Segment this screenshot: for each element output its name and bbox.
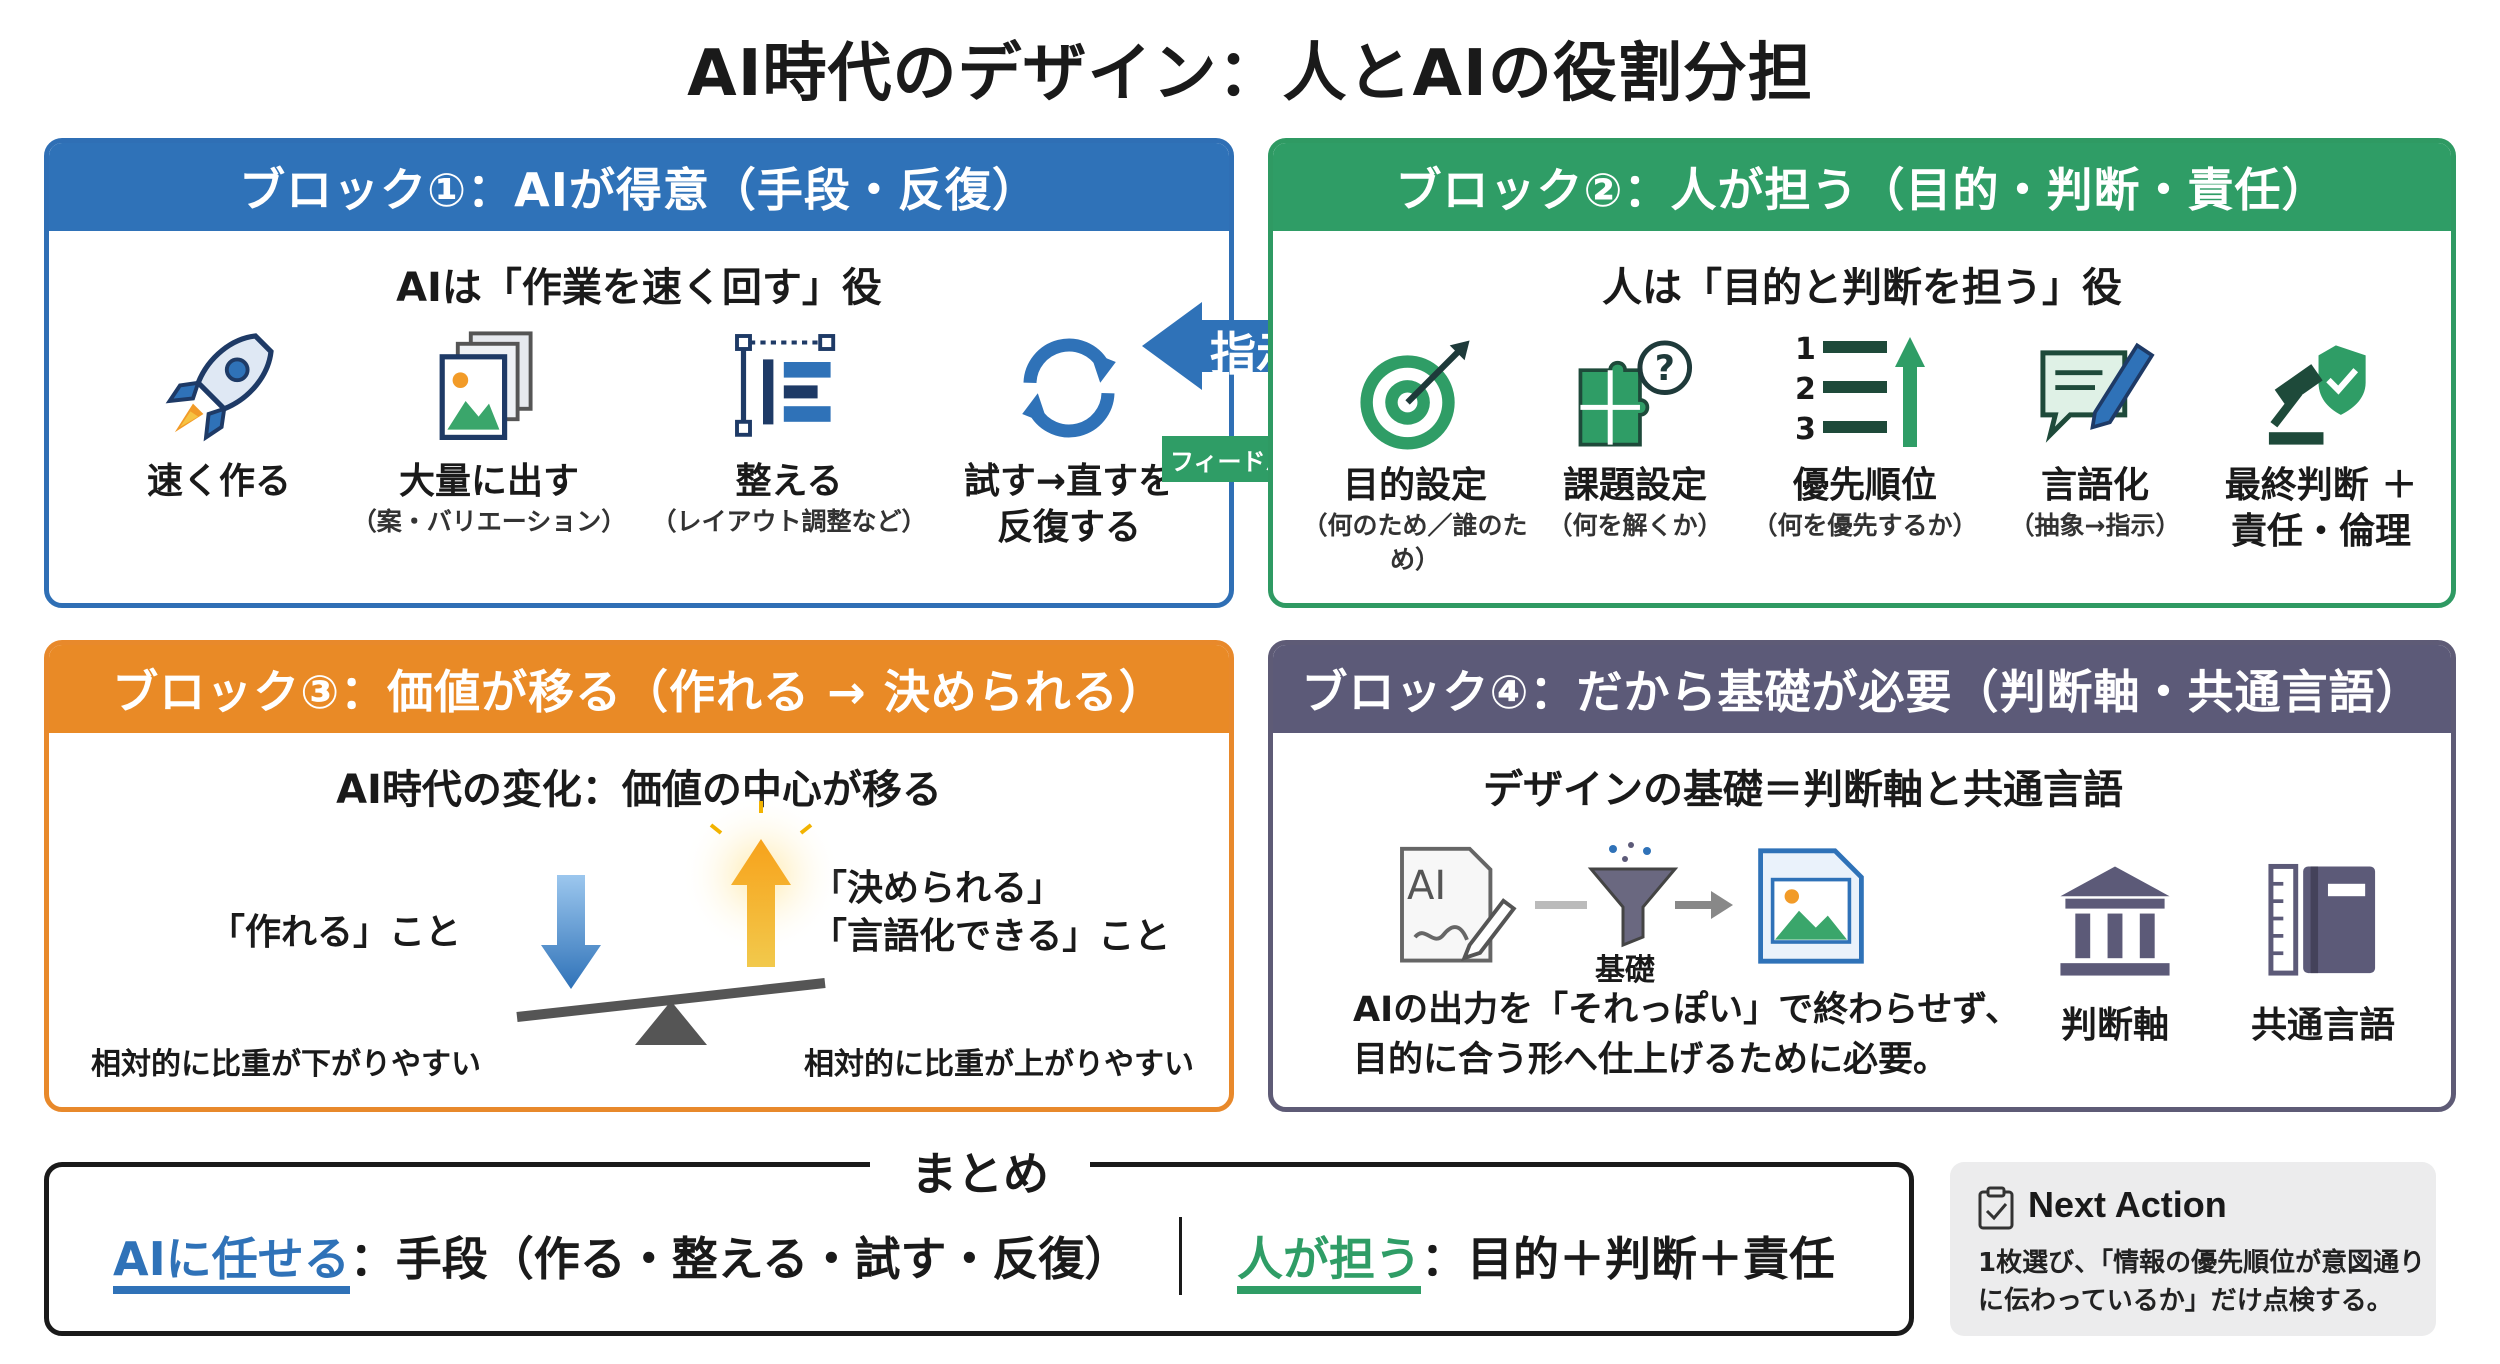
- institution-icon: [2060, 866, 2170, 976]
- block-human-roles: ブロック②：人が担う（目的・判断・責任） 人は「目的と判断を担う」役 目的設定 …: [1268, 138, 2456, 608]
- block-ai-strengths: ブロック①：AIが得意（手段・反復） AIは「作業を速く回す」役 速く作る 大量…: [44, 138, 1234, 608]
- ai-document-text: AI: [1407, 863, 1447, 909]
- next-action-text1: 1枚選び、「情報の優先順位が意図通り: [1978, 1248, 2426, 1278]
- block2-item-judgement: 最終判断 ＋ 責任・倫理: [2201, 333, 2441, 555]
- block2-item-verbalize-label: 言語化: [2040, 465, 2149, 506]
- block2-item-purpose-label: 目的設定: [1342, 465, 1487, 506]
- refresh-icon: [1022, 338, 1116, 438]
- block1-item-fast: 速く作る: [119, 323, 319, 505]
- block1-item-iterate: 試す→直すを 反復する: [929, 323, 1209, 551]
- priority-number-3: 3: [1795, 412, 1816, 447]
- block2-header: ブロック②：人が担う（目的・判断・責任）: [1273, 143, 2451, 231]
- ai-document-icon: AI: [1389, 841, 1519, 971]
- summary-title: まとめ: [870, 1138, 1090, 1201]
- puzzle-icon: ?: [1578, 340, 1693, 447]
- ruler-book-icon: [2268, 863, 2376, 976]
- decide-label1: 「決められる」: [811, 868, 1064, 909]
- summary-left-key: AIに任せる: [113, 1232, 350, 1294]
- block1-subtitle: AIは「作業を速く回す」役: [396, 265, 882, 311]
- next-action-title: Next Action: [2028, 1184, 2227, 1225]
- block1-item-mass-label: 大量に出す: [398, 461, 579, 502]
- block1-item-arrange-sub: （レイアウト調整など）: [651, 507, 927, 536]
- block1-item-arrange-label: 整える: [735, 461, 843, 502]
- next-action-text2: に伝わっているか」だけ点検する。: [1978, 1286, 2393, 1316]
- priority-list-icon: 1 2 3: [1795, 333, 1935, 457]
- summary-right-key: 人が担う: [1237, 1232, 1421, 1294]
- summary-right: 人が担う：目的＋判断＋責任: [1237, 1231, 1835, 1294]
- block2-item-issue: ? 課題設定 （何を解くか）: [1535, 333, 1735, 543]
- clipboard-check-icon: [1978, 1186, 2014, 1230]
- block4-item-axis-label: 判断軸: [2060, 1005, 2169, 1046]
- balance-scale-icon: [516, 795, 841, 1045]
- image-document-icon: [1758, 848, 1864, 964]
- page-title: AI時代のデザイン：人とAIの役割分担: [687, 37, 1813, 111]
- block2-item-priority-label: 優先順位: [1792, 465, 1937, 506]
- block4-body1: AIの出力を「それっぽい」で終わらせず、: [1353, 990, 2020, 1030]
- block2-item-issue-label: 課題設定: [1562, 465, 1707, 506]
- block1-item-iterate-label2: 反復する: [996, 507, 1141, 548]
- summary-left-rest: ：手段（作る・整える・試す・反復）: [349, 1232, 1131, 1286]
- gavel-icon: [2268, 345, 2366, 445]
- block2-item-purpose: 目的設定 （何のため／誰のため）: [1295, 333, 1535, 577]
- rocket-icon: [165, 333, 274, 442]
- block4-item-language: 共通言語: [2233, 859, 2413, 1049]
- priority-number-1: 1: [1795, 332, 1816, 367]
- decide-label2: 「言語化できる」こと: [811, 916, 1171, 957]
- block1-item-arrange: 整える （レイアウト調整など）: [639, 323, 939, 539]
- block2-item-judgement-label2: 責任・倫理: [2230, 511, 2411, 552]
- block2-item-purpose-sub: （何のため／誰のため）: [1302, 511, 1528, 574]
- block-foundation: ブロック④：だから基礎が必要（判断軸・共通言語） デザインの基礎＝判断軸と共通言…: [1268, 640, 2456, 1112]
- block2-item-verbalize: 言語化 （抽象→指示）: [1995, 333, 2195, 543]
- funnel-label: 基礎: [1595, 953, 1655, 988]
- summary-box: AIに任せる：手段（作る・整える・試す・反復） 人が担う：目的＋判断＋責任: [44, 1162, 1914, 1336]
- documents-icon: [439, 331, 533, 440]
- block1-item-mass-sub: （案・バリエーション）: [351, 507, 627, 536]
- decide-note: 相対的に比重が上がりやすい: [804, 1047, 1194, 1082]
- block4-header: ブロック④：だから基礎が必要（判断軸・共通言語）: [1273, 645, 2451, 733]
- block4-item-language-label: 共通言語: [2250, 1005, 2395, 1046]
- next-action-card: Next Action 1枚選び、「情報の優先順位が意図通り に伝わっているか」…: [1950, 1162, 2436, 1336]
- block2-item-priority: 1 2 3 優先順位 （何を優先するか）: [1745, 333, 1985, 543]
- block2-subtitle: 人は「目的と判断を担う」役: [1602, 265, 2122, 311]
- svg-text:?: ?: [1655, 349, 1675, 389]
- block1-item-mass: 大量に出す （案・バリエーション）: [339, 323, 639, 539]
- block4-subtitle: デザインの基礎＝判断軸と共通言語: [1483, 767, 2123, 813]
- make-label: 「作れる」こと: [209, 912, 462, 953]
- block2-item-judgement-label1: 最終判断 ＋: [2224, 465, 2418, 506]
- make-note: 相対的に比重が下がりやすい: [91, 1047, 481, 1082]
- block3-subtitle: AI時代の変化：価値の中心が移る: [336, 767, 942, 813]
- block3-header: ブロック③：価値が移る（作れる → 決められる）: [49, 645, 1229, 733]
- block2-item-issue-sub: （何を解くか）: [1547, 511, 1723, 540]
- block1-item-iterate-label1: 試す→直すを: [963, 461, 1175, 502]
- block1-header: ブロック①：AIが得意（手段・反復）: [49, 143, 1229, 231]
- summary-left: AIに任せる：手段（作る・整える・試す・反復）: [113, 1231, 1131, 1294]
- funnel-icon: [1535, 842, 1733, 948]
- block-value-shift: ブロック③：価値が移る（作れる → 決められる） AI時代の変化：価値の中心が移…: [44, 640, 1234, 1112]
- block4-body2: 目的に合う形へ仕上げるために必要。: [1353, 1040, 1949, 1080]
- layout-icon: [735, 334, 836, 437]
- speech-pen-icon: [2040, 342, 2155, 443]
- summary-divider: [1179, 1217, 1182, 1295]
- block2-item-verbalize-sub: （抽象→指示）: [2009, 511, 2181, 540]
- priority-number-2: 2: [1795, 372, 1816, 407]
- block4-item-axis: 判断軸: [2025, 859, 2205, 1049]
- summary-right-rest: ：目的＋判断＋責任: [1421, 1232, 1835, 1286]
- target-icon: [1360, 340, 1470, 450]
- block1-item-fast-label: 速く作る: [146, 461, 291, 502]
- block2-item-priority-sub: （何を優先するか）: [1752, 511, 1978, 540]
